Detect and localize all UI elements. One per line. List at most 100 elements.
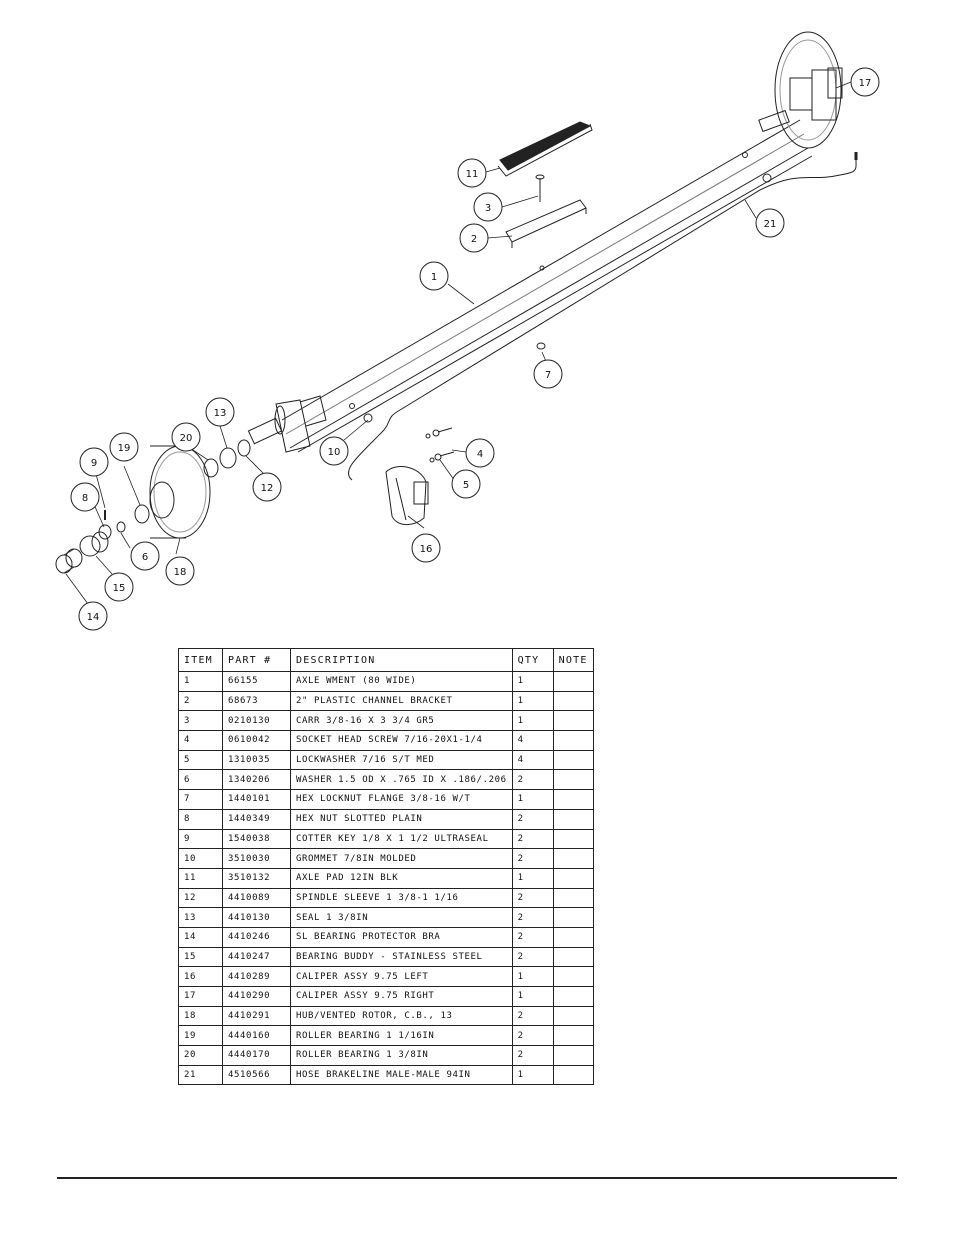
cell-item: 16 [178, 966, 223, 987]
cell-part-number: 3510030 [222, 848, 291, 869]
svg-text:15: 15 [113, 583, 126, 594]
svg-text:5: 5 [463, 480, 469, 491]
cell-item: 7 [178, 789, 223, 810]
callout-18: 18 [165, 556, 195, 586]
cell-note [552, 926, 594, 948]
cell-part-number: 4410291 [222, 1005, 291, 1027]
cell-description: HOSE BRAKELINE MALE-MALE 94IN [290, 1064, 513, 1086]
cell-part-number: 4410089 [222, 887, 291, 909]
cell-part-number: 0210130 [222, 710, 291, 732]
cell-item: 10 [178, 848, 223, 869]
svg-text:11: 11 [466, 169, 479, 180]
cell-qty: 2 [511, 828, 554, 850]
cell-description: SPINDLE SLEEVE 1 3/8-1 1/16 [290, 887, 513, 909]
cell-description: COTTER KEY 1/8 X 1 1/2 ULTRASEAL [290, 828, 513, 850]
svg-text:13: 13 [214, 408, 227, 419]
cell-item: 4 [178, 730, 223, 751]
cell-qty: 1 [511, 690, 554, 712]
cell-note [552, 1045, 594, 1066]
cell-description: WASHER 1.5 OD X .765 ID X .186/.206 [290, 769, 513, 791]
right-hub-assembly [758, 31, 843, 149]
callout-17: 17 [850, 67, 880, 97]
cell-item: 3 [178, 710, 223, 732]
cell-qty: 1 [511, 867, 554, 889]
cell-note [552, 1025, 594, 1047]
header-description: DESCRIPTION [290, 648, 513, 672]
axle-pad [497, 121, 593, 177]
cell-item: 2 [178, 690, 223, 712]
cell-note [552, 986, 594, 1007]
cell-description: GROMMET 7/8IN MOLDED [290, 848, 513, 869]
cell-note [552, 887, 594, 909]
header-item: ITEM [178, 648, 223, 672]
cell-note [552, 1005, 594, 1027]
callout-5: 5 [451, 469, 481, 499]
cell-item: 17 [178, 986, 223, 1007]
left-hub-rotor [149, 445, 211, 539]
callout-2: 2 [459, 223, 489, 253]
cell-part-number: 4410289 [222, 966, 291, 987]
cell-note [552, 808, 594, 830]
cell-part-number: 1310035 [222, 749, 291, 771]
cell-part-number: 4440160 [222, 1025, 291, 1047]
svg-text:2: 2 [471, 234, 477, 245]
cell-part-number: 4440170 [222, 1045, 291, 1066]
cell-item: 6 [178, 769, 223, 791]
cell-note [552, 749, 594, 771]
hex-locknut [536, 342, 546, 350]
cell-qty: 2 [511, 926, 554, 948]
bearing-protector [55, 548, 83, 574]
cell-note [552, 690, 594, 712]
axle-beam [281, 119, 813, 453]
cell-item: 13 [178, 907, 223, 928]
cell-description: HEX NUT SLOTTED PLAIN [290, 808, 513, 830]
cell-item: 14 [178, 926, 223, 948]
roller-bearing-20 [203, 458, 219, 478]
cell-qty: 2 [511, 907, 554, 928]
cell-item: 20 [178, 1045, 223, 1066]
svg-text:6: 6 [142, 552, 148, 563]
cell-note [552, 848, 594, 869]
washer-6 [116, 521, 126, 533]
cell-qty: 2 [511, 1045, 554, 1066]
cell-qty: 1 [511, 966, 554, 987]
cell-description: SEAL 1 3/8IN [290, 907, 513, 928]
cell-part-number: 4410246 [222, 926, 291, 948]
callout-6: 6 [130, 541, 160, 571]
svg-text:14: 14 [87, 612, 100, 623]
cell-qty: 1 [511, 671, 554, 692]
cell-qty: 1 [511, 789, 554, 810]
cell-note [552, 907, 594, 928]
cell-note [552, 966, 594, 987]
cell-part-number: 4410290 [222, 986, 291, 1007]
cell-item: 1 [178, 671, 223, 692]
cell-part-number: 0610042 [222, 730, 291, 751]
cell-description: HUB/VENTED ROTOR, C.B., 13 [290, 1005, 513, 1027]
cell-qty: 2 [511, 887, 554, 909]
cell-part-number: 68673 [222, 690, 291, 712]
cell-item: 15 [178, 946, 223, 968]
cell-qty: 4 [511, 730, 554, 751]
cell-item: 5 [178, 749, 223, 771]
svg-text:16: 16 [420, 544, 433, 555]
cell-item: 11 [178, 867, 223, 889]
svg-text:18: 18 [174, 567, 187, 578]
svg-text:20: 20 [180, 433, 193, 444]
cell-note [552, 946, 594, 968]
cell-description: AXLE PAD 12IN BLK [290, 867, 513, 889]
cell-part-number: 4410130 [222, 907, 291, 928]
cell-note [552, 828, 594, 850]
cell-qty: 2 [511, 769, 554, 791]
cell-part-number: 1340206 [222, 769, 291, 791]
